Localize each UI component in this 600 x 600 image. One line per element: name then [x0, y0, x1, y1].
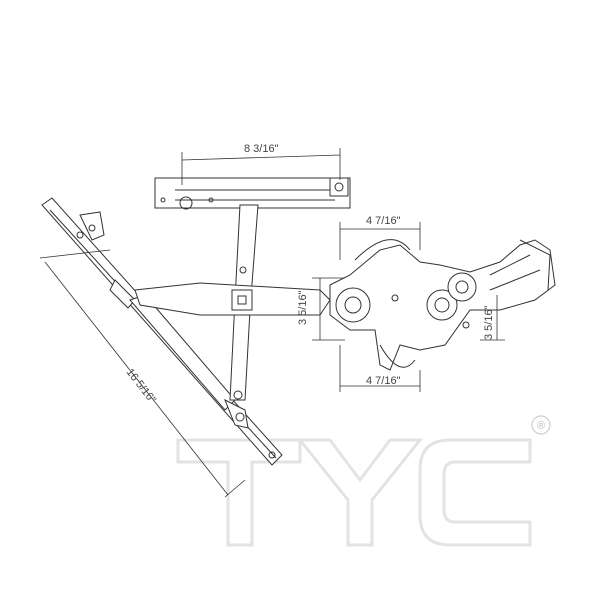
dim-label-left-height: 3 5/16" [297, 290, 309, 325]
registered-mark: ® [537, 420, 545, 432]
dimension-left-height: 3 5/16" [297, 277, 345, 341]
tyc-watermark-logo: ® [176, 415, 551, 547]
dim-label-top-arm: 8 3/16" [244, 143, 279, 155]
dim-label-rail: 16 5/16" [124, 366, 159, 405]
dimension-motor-top: 4 7/16" [339, 215, 421, 260]
scissor-arms [134, 204, 331, 401]
dim-label-right-height: 3 5/16" [483, 305, 495, 340]
top-arm [154, 177, 351, 210]
dimension-top-arm: 8 3/16" [181, 143, 341, 185]
dimension-right-height: 3 5/16" [480, 295, 505, 341]
registered-mark-icon [531, 415, 551, 435]
dim-label-motor-bottom: 4 7/16" [366, 375, 401, 387]
dim-label-motor-top: 4 7/16" [366, 215, 401, 227]
dimension-motor-bottom: 4 7/16" [339, 345, 421, 392]
motor-assembly [329, 239, 556, 371]
